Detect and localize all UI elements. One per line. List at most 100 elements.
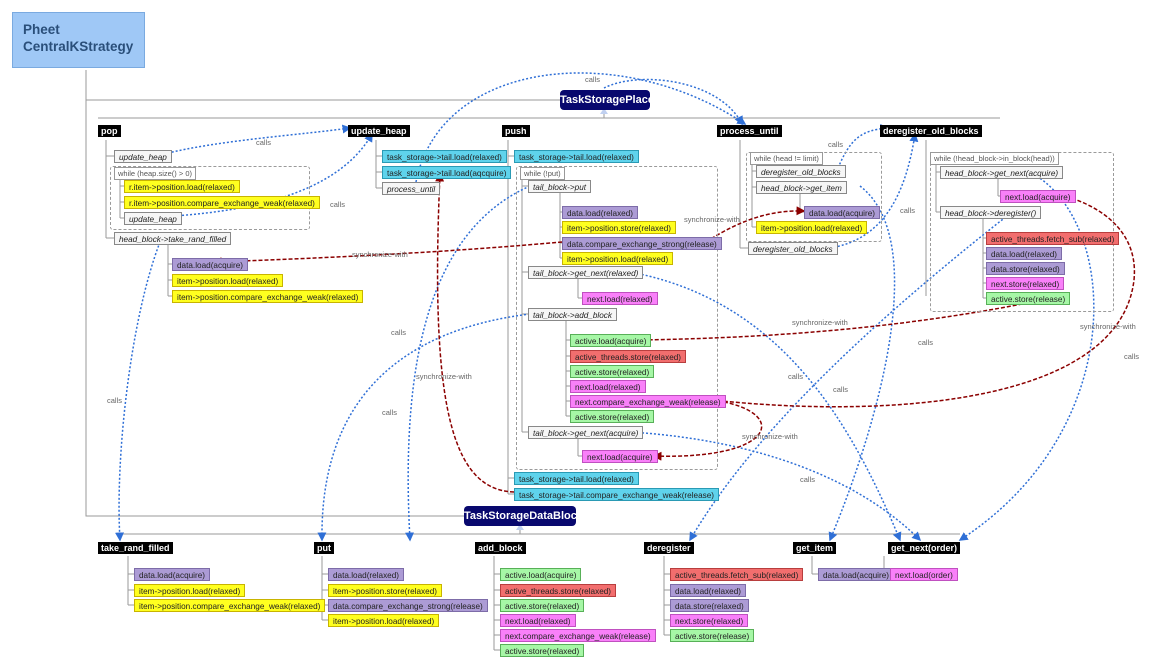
push-active-load: active.load(acquire) [570,334,652,347]
push-next-load-acquire: next.load(acquire) [582,450,658,463]
push-tail-load-2: task_storage->tail.load(relaxed) [514,472,639,485]
edge-calls-push-get-next-relaxed [629,271,902,542]
dr-data-store: data.store(relaxed) [670,599,749,612]
pu-dereg-old-2: deregister_old_blocks [748,242,838,255]
pop-data-load: data.load(acquire) [172,258,248,271]
method-get-item: get_item [793,542,837,554]
dr-next-store: next.store(relaxed) [670,614,749,627]
push-next-load-relaxed: next.load(relaxed) [582,292,658,305]
method-push: push [502,125,530,137]
pop-r-pos-load: r.item->position.load(relaxed) [124,180,240,193]
dob-get-next-acquire: head_block->get_next(acquire) [940,166,1064,179]
pop-update-heap-2: update_heap [124,212,182,225]
edge-sync-tail-cas [435,172,515,493]
push-pos-load: item->position.load(relaxed) [562,252,674,265]
trf-pos-load: item->position.load(relaxed) [134,584,246,597]
uh-tail-load-relaxed: task_storage->tail.load(relaxed) [382,150,507,163]
edge-calls-pu-dereg-old-2 [829,132,919,249]
title-line-1: Pheet [23,22,60,37]
edge-calls-pop-update-heap-2 [173,132,373,217]
edge-label-calls: calls [828,140,844,149]
trf-pos-cas: item->position.compare_exchange_weak(rel… [134,599,326,612]
push-get-next-relaxed: tail_block->get_next(relaxed) [528,266,644,279]
push-tail-cas: task_storage->tail.compare_exchange_weak… [514,488,720,501]
edge-sync-push-pu-data [705,206,806,243]
dob-deregister: head_block->deregister() [940,206,1042,219]
ab-active-store: active.store(relaxed) [500,599,585,612]
method-pop: pop [98,125,121,137]
edge-label-sync: synchronize-with [352,250,408,259]
diagram-title: Pheet CentralKStrategy [12,12,145,68]
dob-active-store: active.store(release) [986,292,1071,305]
pu-dereg-old: deregister_old_blocks [756,165,846,178]
gi-data-load: data.load(acquire) [818,568,894,581]
edge-label-sync: synchronize-with [1080,322,1136,331]
class-task-storage-data-block: TaskStorageDataBlock [464,506,583,526]
edge-sync-pop-data [212,241,563,267]
pop-take-rand: head_block->take_rand_filled [114,232,232,245]
method-get-next-order: get_next(order) [888,542,961,554]
edge-calls-pop-update-heap [163,124,352,155]
pop-update-heap: update_heap [114,150,172,163]
pu-pos-load: item->position.load(relaxed) [756,221,868,234]
method-deregister-old-blocks: deregister_old_blocks [880,125,982,137]
dob-fetch-sub: active_threads.fetch_sub(relaxed) [986,232,1120,245]
edge-calls-pop-take-rand [115,241,161,542]
push-active-store: active.store(relaxed) [570,365,655,378]
pop-r-pos-cas: r.item->position.compare_exchange_weak(r… [124,196,320,209]
dob-data-store: data.store(relaxed) [986,262,1065,275]
method-update-heap: update_heap [348,125,410,137]
class-task-storage-place: TaskStoragePlace [560,90,654,110]
edge-label-calls: calls [391,328,407,337]
ab-next-cas: next.compare_exchange_weak(release) [500,629,656,642]
edge-label-sync: synchronize-with [792,318,848,327]
edge-label-calls: calls [256,138,272,147]
edge-calls-push-put [405,185,531,542]
dr-fetch-sub: active_threads.fetch_sub(relaxed) [670,568,804,581]
edge-label-calls: calls [1124,352,1140,361]
pop-item-pos-load: item->position.load(relaxed) [172,274,284,287]
process-while-label: while (head != limit) [750,152,823,165]
edge-sync-next-cas-dob [711,193,1135,408]
ab-next-load: next.load(relaxed) [500,614,576,627]
put-data-cas: data.compare_exchange_strong(release) [328,599,488,612]
edge-label-calls: calls [330,200,346,209]
push-while-label: while (!put) [520,167,565,180]
put-pos-store: item->position.store(relaxed) [328,584,442,597]
push-active-threads-store: active_threads.store(relaxed) [570,350,687,363]
method-deregister: deregister [644,542,694,554]
push-active-store-2: active.store(relaxed) [570,410,655,423]
method-put: put [314,542,334,554]
push-get-next-acquire: tail_block->get_next(acquire) [528,426,644,439]
pop-while-label: while (heap.size() > 0) [114,167,196,180]
pu-data-load: data.load(acquire) [804,206,880,219]
ab-active-load: active.load(acquire) [500,568,582,581]
dob-next-store: next.store(relaxed) [986,277,1065,290]
push-pos-store: item->position.store(relaxed) [562,221,676,234]
trf-data-load: data.load(acquire) [134,568,210,581]
dr-active-store: active.store(release) [670,629,755,642]
edge-label-calls: calls [918,338,934,347]
edge-calls-dob-get-next [958,171,1095,541]
edge-label-sync: synchronize-with [416,372,472,381]
uh-process-until: process_until [382,182,441,195]
edge-label-calls: calls [585,75,601,84]
edge-label-calls: calls [107,396,123,405]
dr-data-load: data.load(relaxed) [670,584,746,597]
edge-sync-next-cas-acquire [652,399,763,461]
edge-label-sync: synchronize-with [684,215,740,224]
ab-active-store-2: active.store(relaxed) [500,644,585,657]
edge-calls-push-process-until [603,78,743,126]
edge-sync-active [638,297,1053,345]
method-take-rand-filled: take_rand_filled [98,542,173,554]
edge-calls-push-get-next-acquire [629,431,922,542]
push-data-cas: data.compare_exchange_strong(release) [562,237,722,250]
dob-data-load: data.load(relaxed) [986,247,1062,260]
push-add-block: tail_block->add_block [528,308,617,321]
uh-tail-load-acquire: task_storage->tail.load(aqcquire) [382,166,512,179]
push-data-load: data.load(relaxed) [562,206,638,219]
pop-item-pos-cas: item->position.compare_exchange_weak(rel… [172,290,364,303]
put-data-load: data.load(relaxed) [328,568,404,581]
method-add-block: add_block [475,542,526,554]
